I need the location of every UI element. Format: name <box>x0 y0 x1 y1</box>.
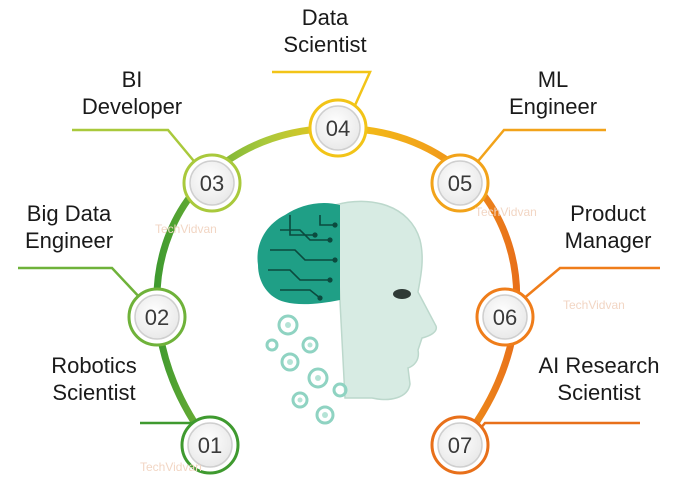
node-number-04: 04 <box>326 116 350 141</box>
leader-line-06 <box>521 266 660 301</box>
leader-line-04 <box>272 70 372 113</box>
eye-shape <box>393 289 411 299</box>
face-shape <box>334 200 438 401</box>
node-number-06: 06 <box>493 305 517 330</box>
node-circle-04 <box>315 105 361 151</box>
leader-line-05 <box>473 128 606 167</box>
node-number-07: 07 <box>448 433 472 458</box>
node-circle-06 <box>482 294 528 340</box>
circuit-lines <box>268 215 335 299</box>
gear-cluster <box>265 314 348 425</box>
watermark: TechVidvan <box>475 205 537 219</box>
leader-line-03 <box>72 128 199 167</box>
node-circle-05 <box>437 160 483 206</box>
node-number-01: 01 <box>198 433 222 458</box>
node-circle-03 <box>189 160 235 206</box>
node-circle-02 <box>134 294 180 340</box>
watermark: TechVidvan <box>155 222 217 236</box>
gear-cluster-solid <box>285 322 328 418</box>
node-number-03: 03 <box>200 171 224 196</box>
leader-line-02 <box>18 266 143 301</box>
node-number-02: 02 <box>145 305 169 330</box>
watermark: TechVidvan <box>563 298 625 312</box>
leader-line-07 <box>473 421 640 437</box>
node-circle-07 <box>437 422 483 468</box>
node-circle-01 <box>187 422 233 468</box>
ai-head-graphic <box>257 200 438 425</box>
circuit-nodes <box>312 222 338 301</box>
node-number-05: 05 <box>448 171 472 196</box>
watermark: TechVidvan <box>140 460 202 474</box>
